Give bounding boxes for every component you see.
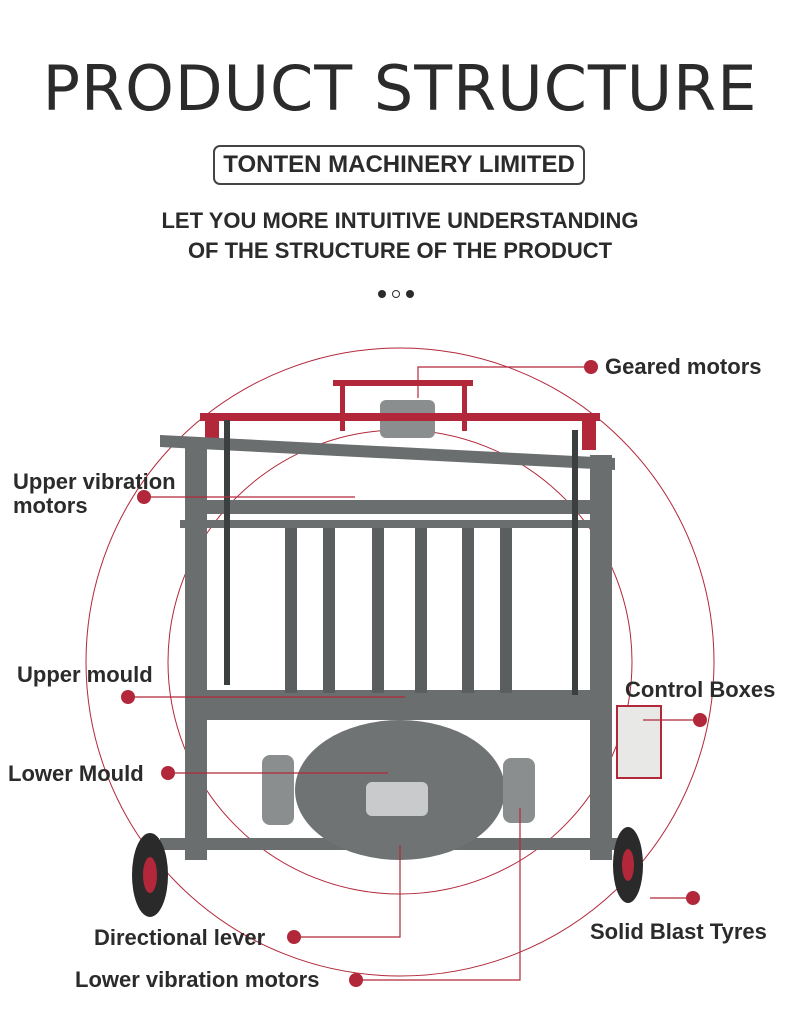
subtitle-line-1: LET YOU MORE INTUITIVE UNDERSTANDING <box>161 208 639 233</box>
company-name: TONTEN MACHINERY LIMITED <box>223 151 575 178</box>
machine-frame <box>160 435 630 860</box>
label-solid-blast-tyres: Solid Blast Tyres <box>590 919 767 944</box>
label-lower-mould: Lower Mould <box>8 761 144 786</box>
label-control-boxes: Control Boxes <box>625 677 776 702</box>
control-box <box>616 705 662 779</box>
label-upper-vibration-line-1: Upper vibration <box>13 469 176 494</box>
upper-mould-bars <box>285 528 512 693</box>
vibration-motors <box>262 755 535 825</box>
label-lower-vibration-motors: Lower vibration motors <box>75 967 320 992</box>
label-directional-lever: Directional lever <box>94 925 266 950</box>
marker-dots <box>121 360 707 987</box>
label-upper-mould: Upper mould <box>17 662 153 687</box>
geared-motor-assembly <box>200 380 600 450</box>
leader-lines <box>128 366 700 981</box>
wheels <box>132 827 643 917</box>
side-chains <box>224 420 578 695</box>
dot-1 <box>378 290 386 298</box>
label-upper-vibration-line-2: motors <box>13 493 88 518</box>
dot-2 <box>392 290 400 298</box>
subtitle-line-2: OF THE STRUCTURE OF THE PRODUCT <box>187 238 613 263</box>
pagination-dots <box>378 290 414 298</box>
company-badge: TONTEN MACHINERY LIMITED <box>213 145 585 185</box>
outer-guide-circle <box>85 347 715 977</box>
label-geared-motors: Geared motors <box>605 354 762 379</box>
page-title: PRODUCT STRUCTURE <box>42 52 758 125</box>
dot-3 <box>406 290 414 298</box>
